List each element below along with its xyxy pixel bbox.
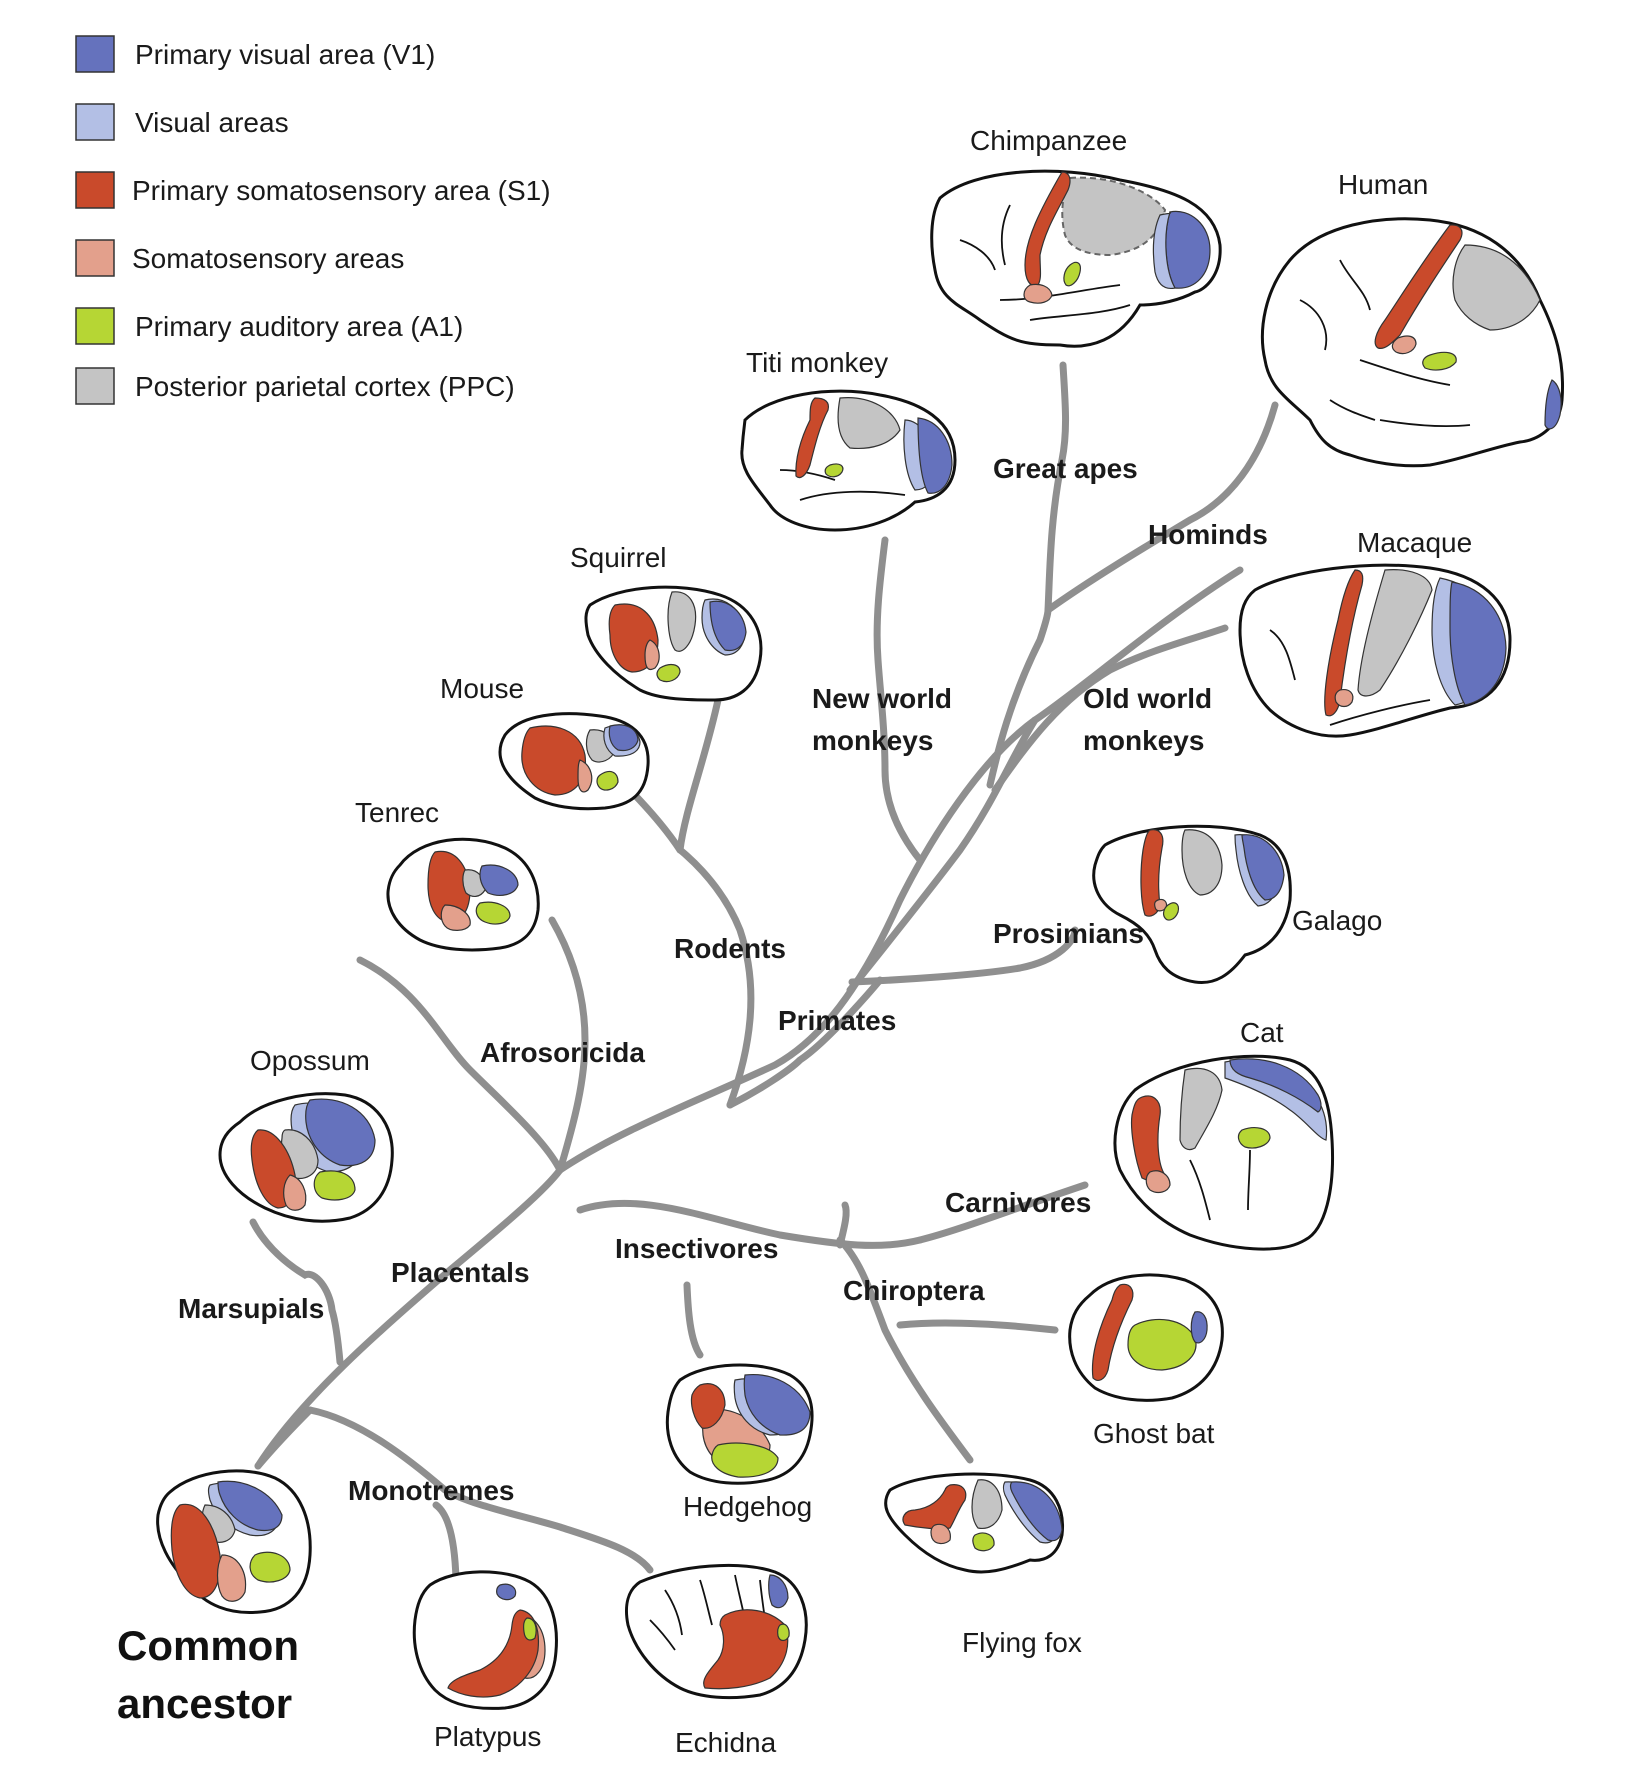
branch-afrosoricida (356, 956, 564, 1174)
brain-platypus (412, 1570, 558, 1710)
label-opossum: Opossum (250, 1045, 370, 1076)
species-labels: Chimpanzee Human Titi monkey Squirrel Ma… (250, 125, 1472, 1758)
branch-platypus (432, 1501, 460, 1584)
label-tenrec: Tenrec (355, 797, 439, 828)
label-galago: Galago (1292, 905, 1382, 936)
branch-insectivores (683, 1281, 704, 1359)
brain-titi (740, 389, 957, 532)
legend-swatch-s1 (75, 171, 115, 209)
branch-prosimians (848, 926, 1079, 986)
brain-tenrec (386, 837, 540, 952)
clade-old-world-2: monkeys (1083, 725, 1204, 756)
clade-marsupials: Marsupials (178, 1293, 324, 1324)
brain-ghostbat (1068, 1273, 1224, 1402)
legend-swatch-a1 (75, 307, 115, 345)
label-titi: Titi monkey (746, 347, 888, 378)
brain-macaque (1238, 563, 1512, 738)
clade-insectivores: Insectivores (615, 1233, 778, 1264)
legend-label-v1: Primary visual area (V1) (135, 39, 435, 70)
branch-anthropoid (986, 606, 1052, 789)
brain-human (1260, 217, 1565, 468)
branch-monotremes (306, 1406, 654, 1574)
legend-label-ppc: Posterior parietal cortex (PPC) (135, 371, 515, 402)
branch-marsupials (249, 1218, 344, 1366)
brain-squirrel (584, 585, 763, 702)
label-cat: Cat (1240, 1017, 1284, 1048)
brain-flyingfox (884, 1472, 1065, 1574)
clade-monotremes: Monotremes (348, 1475, 514, 1506)
ancestor-label: Common ancestor (117, 1622, 299, 1727)
legend-swatch-somato (75, 239, 115, 277)
clade-new-world-2: monkeys (812, 725, 933, 756)
label-human: Human (1338, 169, 1428, 200)
legend-label-s1: Primary somatosensory area (S1) (132, 175, 551, 206)
clade-new-world-1: New world (812, 683, 952, 714)
branch-main-root (254, 1406, 314, 1470)
clade-hominds: Hominds (1148, 519, 1268, 550)
legend-swatch-visual (75, 103, 115, 141)
branch-squirrel (676, 696, 722, 854)
legend-swatch-ppc (75, 367, 115, 405)
branch-hominds (1044, 401, 1279, 614)
legend-swatch-v1 (75, 35, 115, 73)
label-flyingfox: Flying fox (962, 1627, 1082, 1658)
clade-prosimians: Prosimians (993, 918, 1144, 949)
branch-old-world (991, 624, 1229, 794)
label-chimpanzee: Chimpanzee (970, 125, 1127, 156)
legend-label-somato: Somatosensory areas (132, 243, 404, 274)
brain-chimpanzee (930, 169, 1222, 348)
label-squirrel: Squirrel (570, 542, 666, 573)
legend: Primary visual area (V1) Visual areas Pr… (75, 35, 551, 405)
brain-echidna (625, 1563, 808, 1700)
clade-old-world-1: Old world (1083, 683, 1212, 714)
branch-laurasiatheria (576, 1199, 924, 1249)
label-platypus: Platypus (434, 1721, 541, 1752)
brain-hedgehog (665, 1363, 814, 1485)
ancestor-line-2: ancestor (117, 1680, 292, 1727)
clade-placentals: Placentals (391, 1257, 530, 1288)
branch-carnivores (916, 1181, 1089, 1244)
branch-chiroptera (836, 1236, 974, 1464)
branch-bat-stem (836, 1201, 850, 1249)
branch-ghostbat (896, 1319, 1059, 1334)
legend-label-a1: Primary auditory area (A1) (135, 311, 463, 342)
legend-label-visual: Visual areas (135, 107, 289, 138)
clade-labels: Great apes Hominds New world monkeys Old… (178, 453, 1268, 1506)
branch-new-world (873, 536, 924, 864)
brain-common-ancestor (156, 1469, 312, 1615)
branch-primates-stem (726, 976, 884, 1109)
brain-opossum (218, 1092, 394, 1223)
branch-primate-core (846, 716, 1039, 994)
clade-chiroptera: Chiroptera (843, 1275, 985, 1306)
clade-primates: Primates (778, 1005, 896, 1036)
brain-cat (1113, 1054, 1334, 1251)
brain-galago (1092, 824, 1292, 985)
label-mouse: Mouse (440, 673, 524, 704)
brain-mouse (498, 712, 650, 811)
ancestor-line-1: Common (117, 1622, 299, 1669)
branch-rodents (621, 781, 755, 1109)
label-hedgehog: Hedgehog (683, 1491, 812, 1522)
label-macaque: Macaque (1357, 527, 1472, 558)
clade-carnivores: Carnivores (945, 1187, 1091, 1218)
clade-great-apes: Great apes (993, 453, 1138, 484)
clade-afrosoricida: Afrosoricida (480, 1037, 645, 1068)
branch-tenrec (548, 916, 589, 1174)
label-ghostbat: Ghost bat (1093, 1418, 1215, 1449)
label-echidna: Echidna (675, 1727, 777, 1758)
clade-rodents: Rodents (674, 933, 786, 964)
branch-great-apes (1044, 361, 1070, 614)
tree-branches (249, 361, 1279, 1584)
